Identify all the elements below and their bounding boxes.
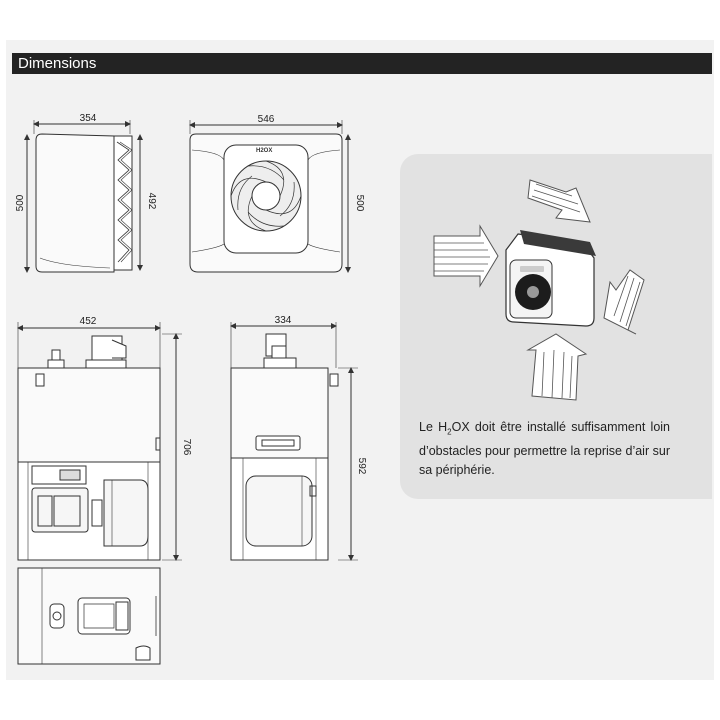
lateral-height-label: 706 (181, 439, 192, 456)
installation-callout (400, 154, 712, 499)
side-view-drawing (24, 120, 143, 273)
front-section-drawing (230, 322, 358, 561)
airflow-arrow-left (433, 224, 499, 288)
front-section-width-label: 334 (275, 315, 292, 326)
front-width-label: 546 (258, 114, 275, 125)
side-width-label: 354 (80, 113, 97, 124)
note-text-start: Le H (419, 420, 448, 434)
section-header: Dimensions (12, 53, 712, 74)
front-height-label: 500 (354, 195, 365, 212)
lateral-width-label: 452 (80, 316, 97, 327)
side-depth-label: 492 (146, 193, 157, 210)
airflow-arrow-top (527, 179, 591, 223)
note-text-end: OX doit être installé suffisamment loin … (419, 420, 671, 477)
unit-illustration (505, 230, 596, 327)
note-subscript: 2 (447, 427, 452, 437)
section-title: Dimensions (18, 55, 97, 72)
side-height-label: 500 (15, 194, 26, 211)
top-view-drawing (17, 567, 161, 665)
brand-logo: H2OX (256, 148, 272, 154)
front-section-height-label: 592 (356, 458, 367, 475)
airflow-arrow-bottom (526, 333, 588, 401)
installation-note: Le H2OX doit être installé suffisamment … (419, 418, 670, 480)
lateral-section-drawing (17, 322, 182, 561)
front-view-drawing (189, 120, 351, 273)
airflow-arrow-right (603, 269, 645, 335)
airflow-illustration (433, 179, 645, 401)
